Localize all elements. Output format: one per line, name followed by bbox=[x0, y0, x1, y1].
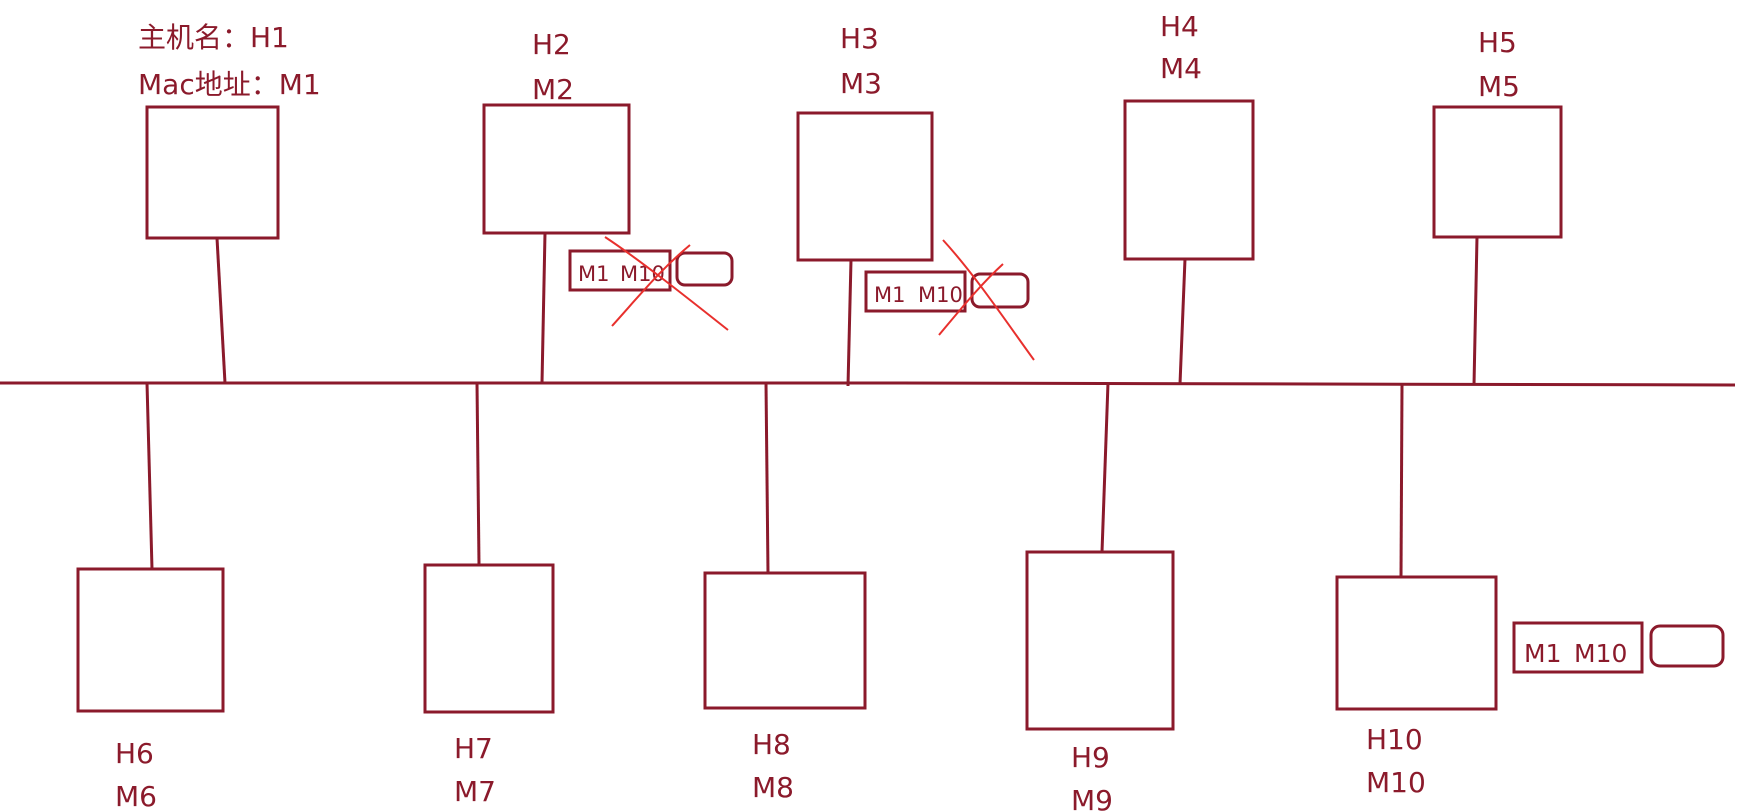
mac-address-label: M6 bbox=[115, 780, 157, 811]
host-h5: H5 M5 bbox=[1432, 26, 1563, 386]
mac-address-label: M3 bbox=[840, 67, 882, 100]
host-name-label: H5 bbox=[1478, 26, 1517, 59]
mac-address-label: M9 bbox=[1071, 784, 1113, 811]
host-link bbox=[764, 382, 770, 574]
host-link bbox=[1100, 382, 1110, 553]
host-h9: H9 M9 bbox=[1025, 382, 1175, 811]
host-h7: H7 M7 bbox=[423, 382, 555, 808]
discard-cross-icon bbox=[604, 236, 729, 331]
frame-src-mac: M1 bbox=[874, 283, 905, 307]
host-name-label: H9 bbox=[1071, 741, 1110, 774]
host-name-label: 主机名：H1 bbox=[138, 21, 289, 54]
host-box bbox=[1025, 550, 1175, 731]
host-box bbox=[1432, 105, 1563, 239]
host-link bbox=[1399, 383, 1404, 578]
host-name-label: H8 bbox=[752, 728, 791, 761]
host-link bbox=[1472, 236, 1479, 386]
frame-packet-h2: M1 M10 bbox=[568, 236, 734, 331]
host-link bbox=[846, 259, 853, 387]
host-h2: H2 M2 bbox=[482, 28, 631, 384]
host-name-label: H3 bbox=[840, 22, 879, 55]
frame-src-mac: M1 bbox=[578, 262, 609, 286]
frame-dst-mac: M10 bbox=[918, 283, 963, 307]
host-box bbox=[1335, 575, 1498, 711]
host-box bbox=[1123, 99, 1255, 261]
host-h1: 主机名：H1 Mac地址：M1 bbox=[138, 21, 321, 384]
host-box bbox=[76, 567, 225, 713]
frame-header bbox=[864, 270, 967, 313]
mac-address-label: M8 bbox=[752, 771, 794, 804]
host-box bbox=[796, 111, 934, 262]
frame-payload bbox=[675, 251, 734, 287]
frame-src-mac: M1 bbox=[1524, 639, 1561, 668]
discard-cross-icon bbox=[611, 244, 691, 327]
mac-address-label: Mac地址：M1 bbox=[138, 68, 321, 101]
mac-address-label: M10 bbox=[1366, 766, 1426, 799]
host-name-label: H10 bbox=[1366, 723, 1423, 756]
host-box bbox=[482, 103, 631, 235]
host-name-label: H4 bbox=[1160, 10, 1199, 43]
host-h3: H3 M3 bbox=[796, 22, 934, 387]
frame-header bbox=[1512, 621, 1644, 674]
frame-dst-mac: M10 bbox=[1574, 639, 1627, 668]
frame-payload bbox=[970, 272, 1030, 309]
mac-address-label: M2 bbox=[532, 73, 574, 106]
frame-header bbox=[568, 249, 672, 292]
host-link bbox=[1178, 258, 1187, 385]
frame-packet-h3: M1 M10 bbox=[864, 239, 1035, 361]
host-box bbox=[145, 105, 280, 240]
host-h10: H10 M10 bbox=[1335, 383, 1498, 799]
host-name-label: H7 bbox=[454, 732, 493, 765]
host-h6: H6 M6 bbox=[76, 382, 225, 811]
mac-address-label: M4 bbox=[1160, 52, 1202, 85]
host-link bbox=[215, 237, 227, 384]
host-box bbox=[703, 571, 867, 710]
frame-packet-h10: M1 M10 bbox=[1512, 621, 1725, 674]
host-box bbox=[423, 563, 555, 714]
host-name-label: H6 bbox=[115, 737, 154, 770]
host-link bbox=[145, 382, 154, 570]
frame-payload bbox=[1649, 624, 1725, 668]
host-h4: H4 M4 bbox=[1123, 10, 1255, 385]
mac-address-label: M5 bbox=[1478, 70, 1520, 103]
discard-cross-icon bbox=[938, 263, 1004, 336]
host-name-label: H2 bbox=[532, 28, 571, 61]
discard-cross-icon bbox=[942, 239, 1035, 361]
host-h8: H8 M8 bbox=[703, 382, 867, 804]
mac-address-label: M7 bbox=[454, 775, 496, 808]
host-link bbox=[475, 382, 481, 566]
bus-line bbox=[0, 381, 1736, 387]
host-link bbox=[540, 232, 547, 384]
